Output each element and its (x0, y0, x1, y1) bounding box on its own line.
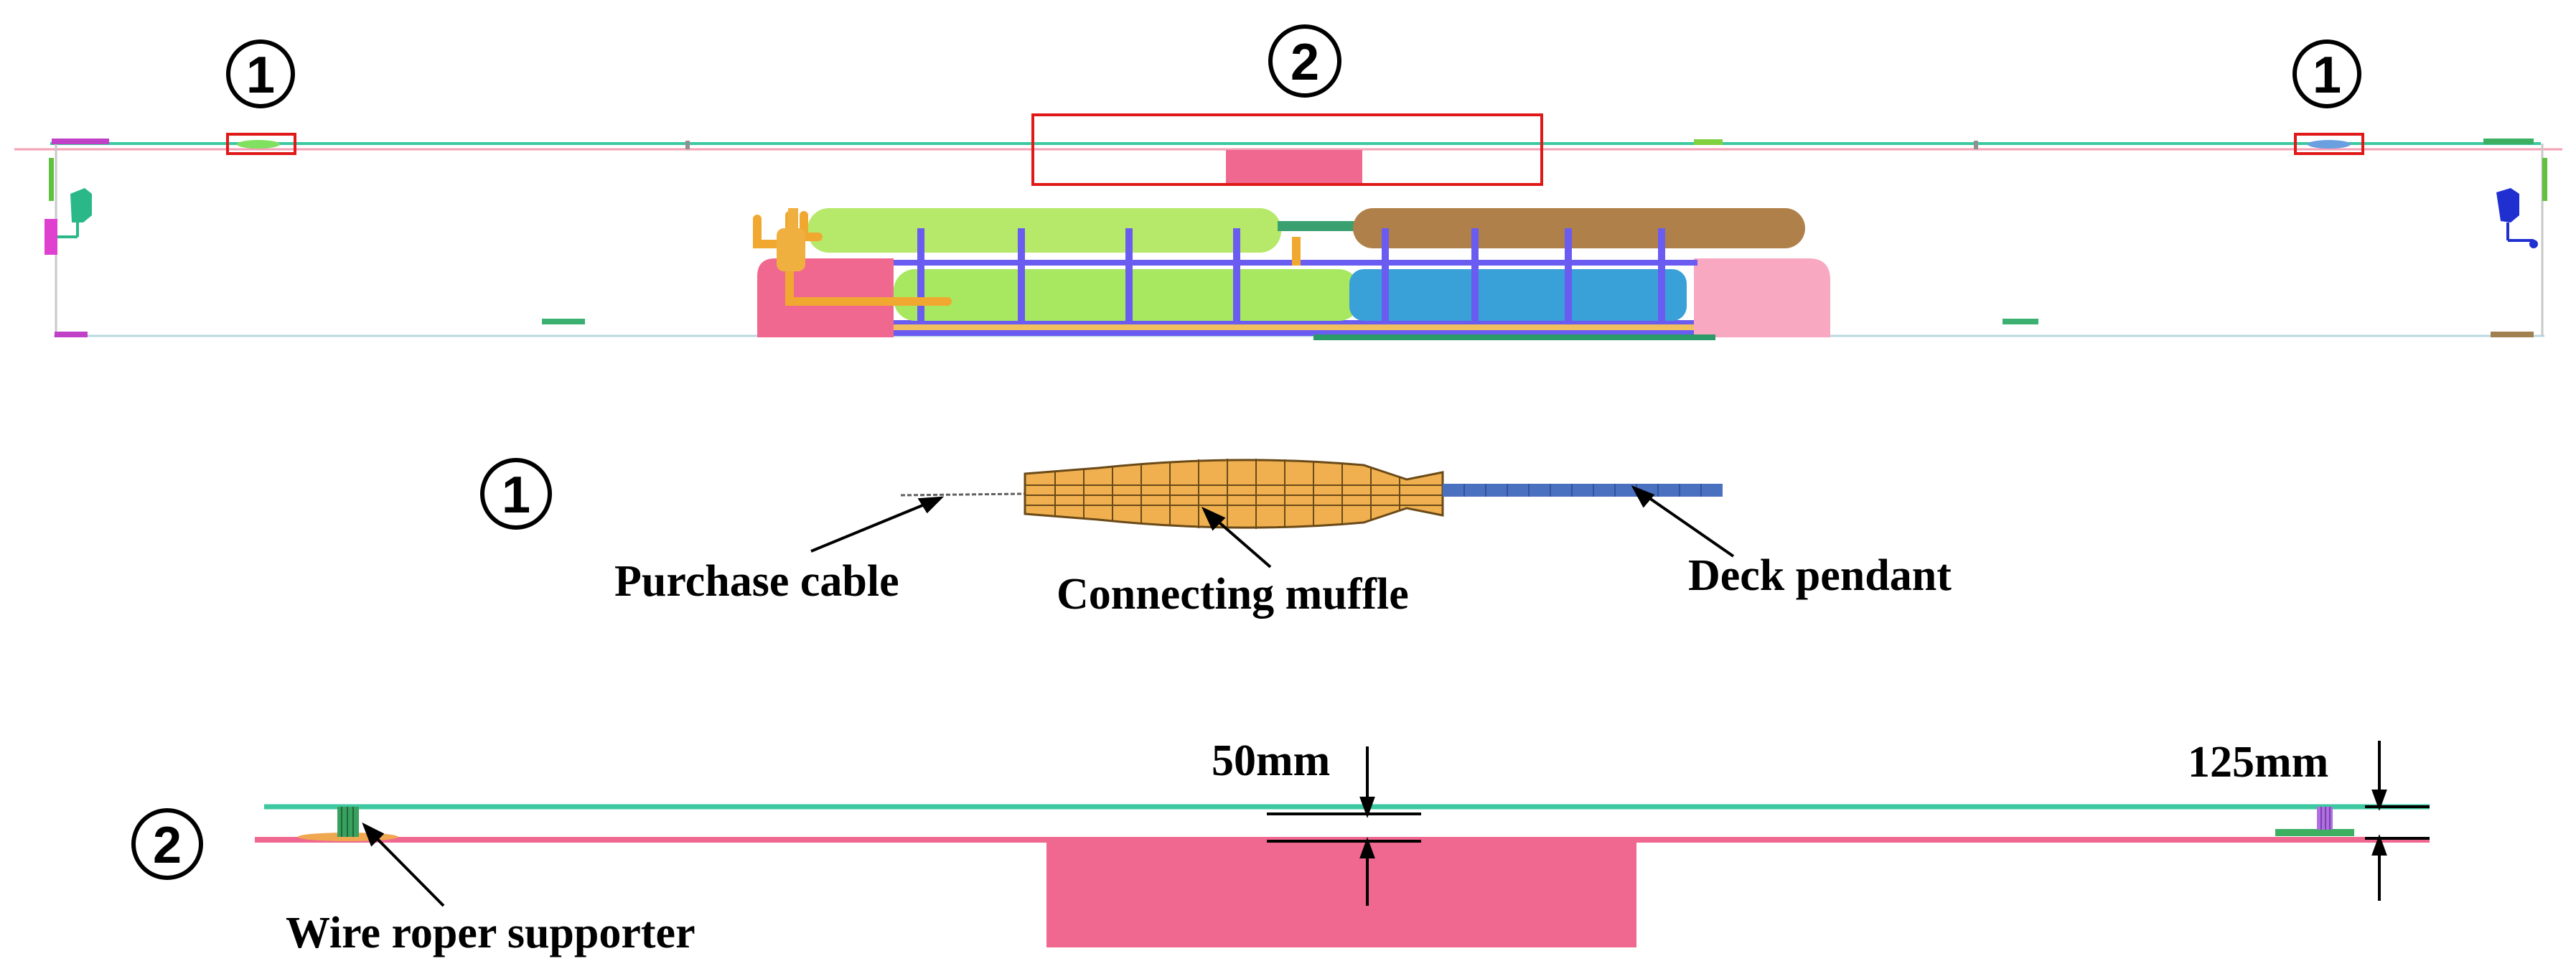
dimension-50mm (1267, 746, 1421, 906)
label-125mm: 125mm (2188, 738, 2328, 787)
marker-detail-two: 2 (131, 808, 203, 880)
left-end-unit (70, 188, 92, 222)
highlight-box-right-one (2294, 133, 2364, 155)
marker-top-two: 2 (1268, 24, 1341, 98)
left-post-magenta (45, 219, 57, 255)
left-muffle-mini (237, 140, 280, 149)
left-post-green (49, 158, 54, 201)
label-50mm: 50mm (1212, 736, 1330, 785)
label-deck-pendant: Deck pendant (1688, 551, 1952, 600)
svg-text:2: 2 (1291, 34, 1319, 91)
overview-panel: 1 2 1 (14, 24, 2562, 340)
upper-green-tank (807, 208, 1281, 253)
right-muffle-mini (2308, 140, 2351, 149)
leader-deck-pendant (1631, 485, 1735, 558)
central-machinery (753, 208, 1830, 340)
marker-detail-one: 1 (480, 458, 552, 530)
left-sheave-bottom (55, 332, 88, 337)
detail-two-panel: 2 (131, 736, 2430, 957)
wire-roper-supporter-left (298, 807, 398, 841)
label-wire-roper-supporter: Wire roper supporter (286, 909, 695, 957)
upper-brown-tank (1353, 208, 1805, 248)
lower-blue-tank (1349, 269, 1687, 321)
left-sheave-top (52, 139, 109, 144)
marker-left-one: 1 (226, 39, 295, 108)
highlight-box-left-one (226, 133, 296, 155)
leader-purchase-cable (810, 496, 945, 553)
detail-deck-block (1046, 840, 1636, 947)
label-connecting-muffle: Connecting muffle (1057, 570, 1409, 619)
right-end-unit (2496, 188, 2519, 222)
svg-text:1: 1 (2313, 47, 2341, 104)
wire-roper-supporter-right (2275, 807, 2354, 836)
svg-text:1: 1 (502, 467, 530, 524)
deck-pendant (1443, 484, 1723, 497)
leader-wire-roper-supporter (362, 822, 445, 907)
connecting-muffle (1024, 459, 1444, 529)
right-post-green (2542, 158, 2547, 201)
svg-text:1: 1 (246, 47, 275, 104)
svg-text:2: 2 (153, 817, 182, 874)
leader-connecting-muffle (1201, 506, 1272, 568)
purchase-cable (900, 492, 1026, 497)
right-sheave-top (2483, 139, 2534, 144)
right-sheave-bottom (2491, 332, 2534, 337)
dimension-125mm (2365, 741, 2430, 901)
highlight-box-two (1031, 113, 1543, 186)
detail-one-panel: 1 (480, 458, 1952, 619)
center-deck-block (1226, 150, 1362, 184)
label-purchase-cable: Purchase cable (614, 557, 899, 606)
marker-right-one: 1 (2292, 39, 2361, 108)
